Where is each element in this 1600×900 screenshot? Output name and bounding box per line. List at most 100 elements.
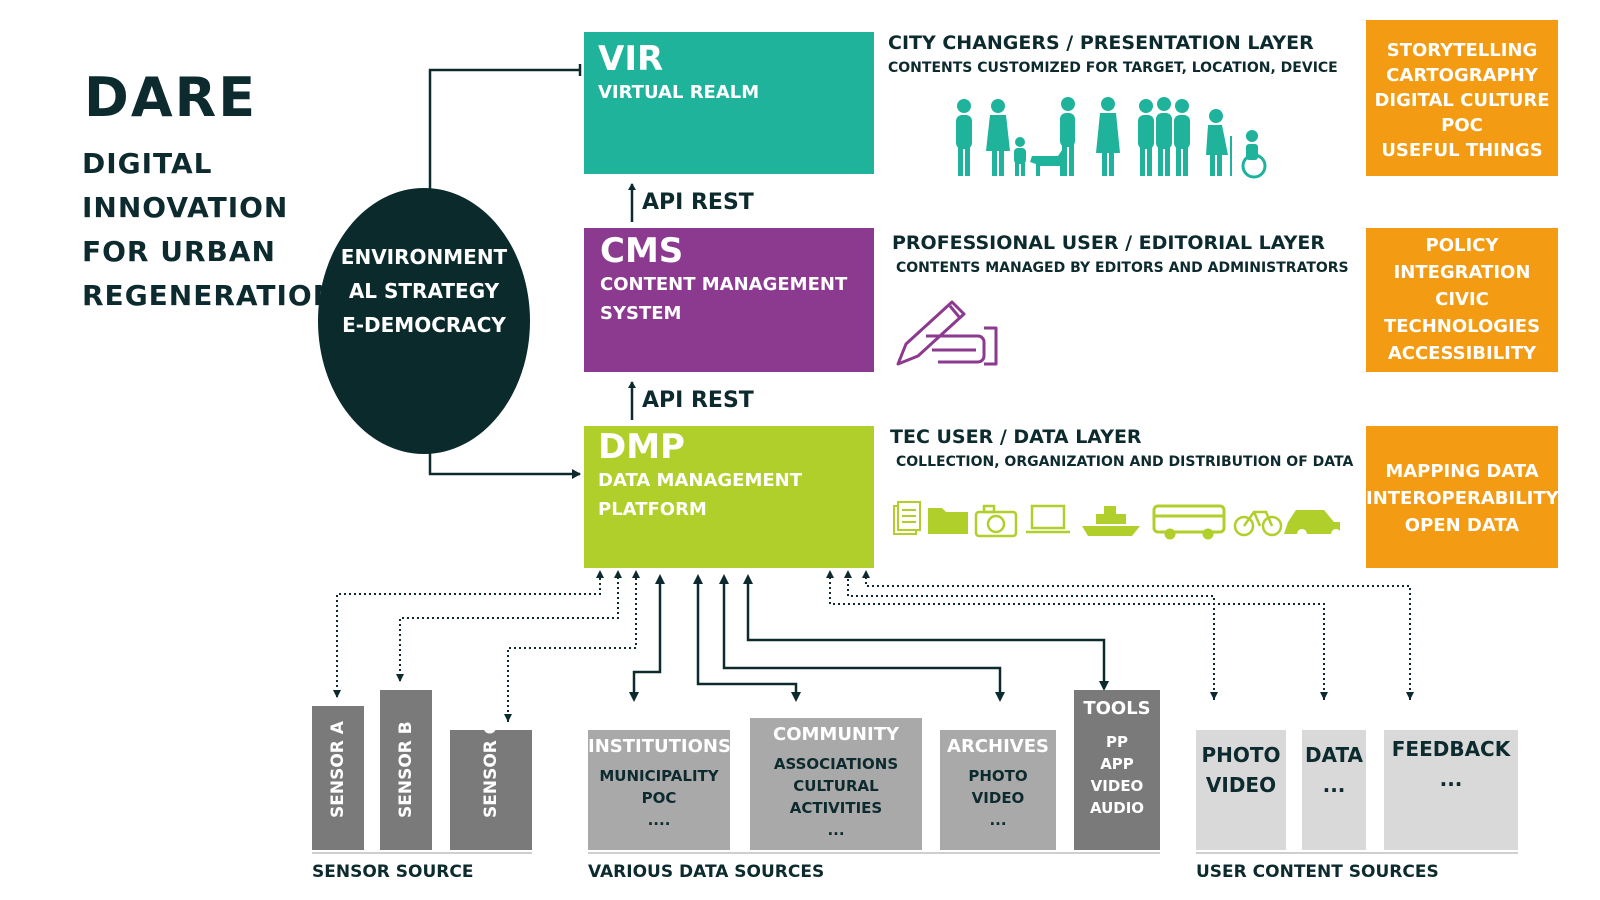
tag-item: POC (1441, 115, 1483, 136)
source-line: AUDIO (1089, 799, 1145, 817)
source-line: .... (647, 811, 671, 829)
source-title: INSTITUTIONS (588, 736, 731, 757)
person-icon (1096, 97, 1120, 176)
subtitle-line: DIGITAL (82, 147, 213, 180)
cms-long-2: SYSTEM (600, 303, 682, 324)
api-rest-upper: API REST (642, 190, 754, 215)
sensor-a-link (336, 576, 601, 697)
source-line: DATA (1304, 743, 1364, 767)
source-title: COMMUNITY (772, 724, 900, 745)
tag-item: CARTOGRAPHY (1386, 65, 1538, 86)
tag-item: STORYTELLING (1386, 40, 1538, 61)
archives-source: ARCHIVES PHOTO VIDEO ... (940, 730, 1056, 850)
tag-item: DIGITAL CULTURE (1374, 90, 1550, 111)
tag-item: CIVIC (1435, 289, 1489, 310)
tag-item: OPEN DATA (1404, 515, 1520, 536)
sensor-c-link (507, 576, 637, 722)
documents-icon (893, 501, 921, 535)
source-title: ARCHIVES (947, 736, 1049, 757)
tag-item: INTEGRATION (1393, 262, 1531, 283)
dmp-long-2: PLATFORM (598, 499, 707, 520)
data-icons (893, 501, 1340, 540)
tag-item: USEFUL THINGS (1381, 140, 1543, 161)
cms-long-1: CONTENT MANAGEMENT (600, 274, 848, 295)
dmp-box: DMP DATA MANAGEMENT PLATFORM (584, 426, 874, 568)
cms-short: CMS (600, 231, 684, 271)
source-line: ASSOCIATIONS (773, 755, 899, 773)
source-line: VIDEO (971, 789, 1025, 807)
laptop-icon (1026, 504, 1070, 534)
data-link (829, 576, 1325, 700)
user-content-sources-label: USER CONTENT SOURCES (1196, 862, 1439, 882)
source-line: POC (641, 789, 677, 807)
source-line: ... (1322, 773, 1346, 797)
source-line: VIDEO (1205, 773, 1277, 797)
person-icon (986, 99, 1010, 176)
data-source: DATA ... (1302, 730, 1366, 850)
strategy-to-vir-line (428, 68, 580, 192)
institutions-link (632, 582, 662, 699)
ship-icon (1082, 506, 1140, 536)
tag-item: POLICY (1425, 235, 1499, 256)
source-line: ACTIVITIES (789, 799, 883, 817)
cms-layer-title: PROFESSIONAL USER / EDITORIAL LAYER (892, 232, 1326, 254)
user-underline (1196, 852, 1518, 854)
vir-tags: STORYTELLING CARTOGRAPHY DIGITAL CULTURE… (1366, 20, 1558, 176)
various-sources-label: VARIOUS DATA SOURCES (588, 862, 825, 882)
people-icons (956, 97, 1267, 179)
tag-item: ACCESSIBILITY (1387, 343, 1537, 364)
feedback-source: FEEDBACK ... (1384, 730, 1518, 850)
source-line: APP (1100, 755, 1134, 773)
elderly-icon (1206, 109, 1232, 176)
tag-item: TECHNOLOGIES (1383, 316, 1541, 337)
sensor-source-label: SENSOR SOURCE (312, 862, 474, 882)
strategy-label: ENVIRONMENT AL STRATEGY E-DEMOCRACY (318, 240, 530, 342)
source-title: TOOLS (1083, 698, 1151, 719)
source-line: PHOTO (968, 767, 1028, 785)
api-rest-lower: API REST (642, 388, 754, 413)
strategy-ellipse (318, 188, 530, 454)
source-line: PP (1106, 733, 1128, 751)
tag-item: MAPPING DATA (1385, 461, 1539, 482)
camera-icon (974, 504, 1018, 538)
institutions-source: INSTITUTIONS MUNICIPALITY POC .... (588, 730, 731, 850)
sensor-b: SENSOR B (380, 690, 432, 850)
sensor-a: SENSOR A (312, 706, 364, 850)
source-line: ... (1439, 767, 1463, 791)
tag-item: INTEROPERABILITY (1366, 488, 1559, 509)
dmp-long-1: DATA MANAGEMENT (598, 470, 803, 491)
sensor-c: SENSOR C (450, 722, 532, 850)
dmp-layer-desc: COLLECTION, ORGANIZATION AND DISTRIBUTIO… (896, 454, 1354, 470)
sensor-label: SENSOR B (396, 721, 416, 818)
vir-short: VIR (598, 39, 664, 79)
dmp-short: DMP (598, 427, 685, 467)
strategy-line: ENVIRONMENT (340, 245, 508, 269)
community-source: COMMUNITY ASSOCIATIONS CULTURAL ACTIVITI… (750, 718, 922, 850)
subtitle-line: FOR URBAN (82, 235, 276, 268)
cms-box: CMS CONTENT MANAGEMENT SYSTEM (584, 228, 874, 372)
feedback-link (865, 576, 1411, 700)
source-line: PHOTO (1201, 743, 1281, 767)
tools-source: TOOLS PP APP VIDEO AUDIO (1074, 690, 1160, 850)
strategy-line: E-DEMOCRACY (342, 313, 506, 337)
page-title: DARE (84, 66, 258, 129)
child-icon (1014, 137, 1026, 176)
vir-layer-desc: CONTENTS CUSTOMIZED FOR TARGET, LOCATION… (888, 60, 1338, 76)
photo-video-source: PHOTO VIDEO (1196, 730, 1286, 850)
folder-icon (928, 508, 968, 534)
community-link (696, 582, 798, 699)
source-line: FEEDBACK (1391, 737, 1511, 761)
source-line: CULTURAL (793, 777, 879, 795)
sensor-b-link (399, 576, 619, 681)
source-line: ... (989, 811, 1007, 829)
car-icon (1284, 510, 1340, 539)
source-line: MUNICIPALITY (599, 767, 719, 785)
cms-tags: POLICY INTEGRATION CIVIC TECHNOLOGIES AC… (1366, 228, 1558, 372)
group-icon (1138, 97, 1190, 176)
subtitle-line: REGENERATION (82, 279, 338, 312)
subtitle-line: INNOVATION (82, 191, 289, 224)
various-underline (588, 852, 1160, 854)
bus-icon (1152, 504, 1226, 540)
vir-layer-title: CITY CHANGERS / PRESENTATION LAYER (888, 32, 1314, 54)
sensor-label: SENSOR C (481, 721, 501, 818)
